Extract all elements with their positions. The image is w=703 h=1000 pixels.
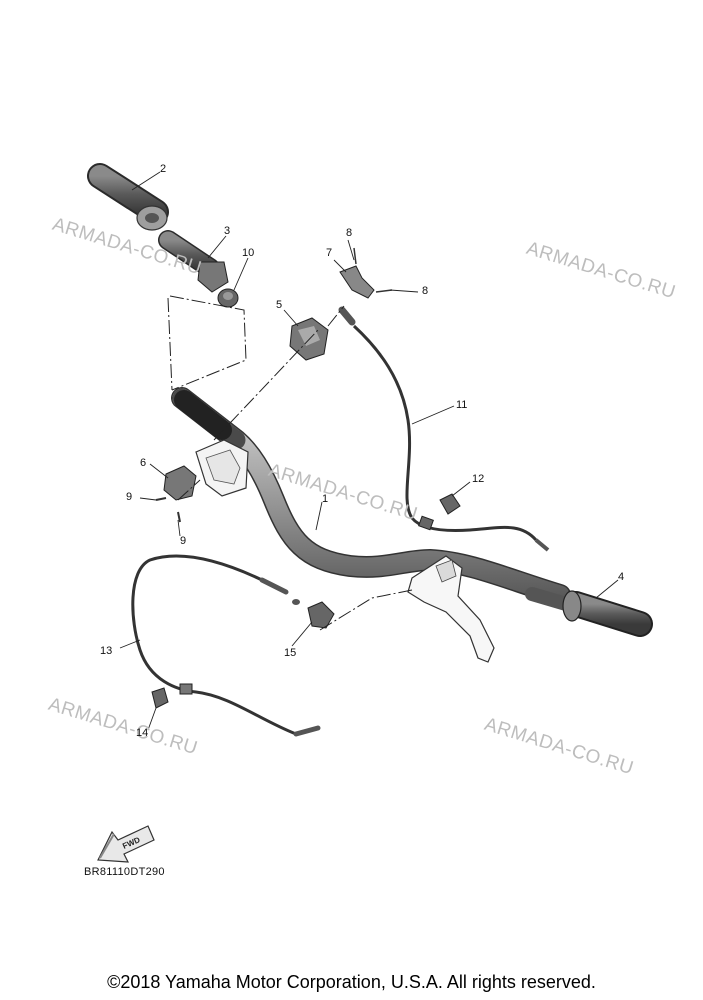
diagram-code: BR81110DT290 <box>84 866 165 878</box>
left-clamp <box>195 439 249 497</box>
callout-4: 4 <box>618 571 625 583</box>
screws-9 <box>155 497 181 523</box>
throttle-grip-3 <box>158 230 229 293</box>
callout-7: 7 <box>326 247 333 259</box>
callout-1: 1 <box>322 493 329 505</box>
callout-15: 15 <box>284 647 297 659</box>
grip-4 <box>525 587 653 637</box>
grip-2 <box>87 163 169 231</box>
fwd-arrow-icon <box>97 825 155 863</box>
cable-13 <box>131 554 321 737</box>
callout-8-top: 8 <box>346 227 353 239</box>
callout-5: 5 <box>276 299 283 311</box>
callout-14: 14 <box>136 727 149 739</box>
cable-11 <box>338 306 550 552</box>
assembly-lines <box>167 295 413 631</box>
switch-6 <box>163 465 197 501</box>
callout-6: 6 <box>140 457 147 469</box>
callout-9-left: 9 <box>126 491 133 503</box>
callout-8-right: 8 <box>422 285 429 297</box>
adjuster-15 <box>292 599 335 629</box>
leader-lines <box>119 171 619 731</box>
copyright: ©2018 Yamaha Motor Corporation, U.S.A. A… <box>107 972 596 992</box>
callout-2: 2 <box>160 163 167 175</box>
holder-12 <box>439 493 461 515</box>
callout-3: 3 <box>224 225 231 237</box>
callout-12: 12 <box>472 473 485 485</box>
callout-13: 13 <box>100 645 113 657</box>
left-bar-grip <box>174 390 232 440</box>
bracket-7 <box>339 247 393 299</box>
holder-14 <box>151 687 169 709</box>
callout-11: 11 <box>456 399 468 411</box>
clutch-lever <box>407 555 495 663</box>
collar-10 <box>217 288 239 308</box>
callout-10: 10 <box>242 247 255 259</box>
callout-9-bottom: 9 <box>180 535 187 547</box>
